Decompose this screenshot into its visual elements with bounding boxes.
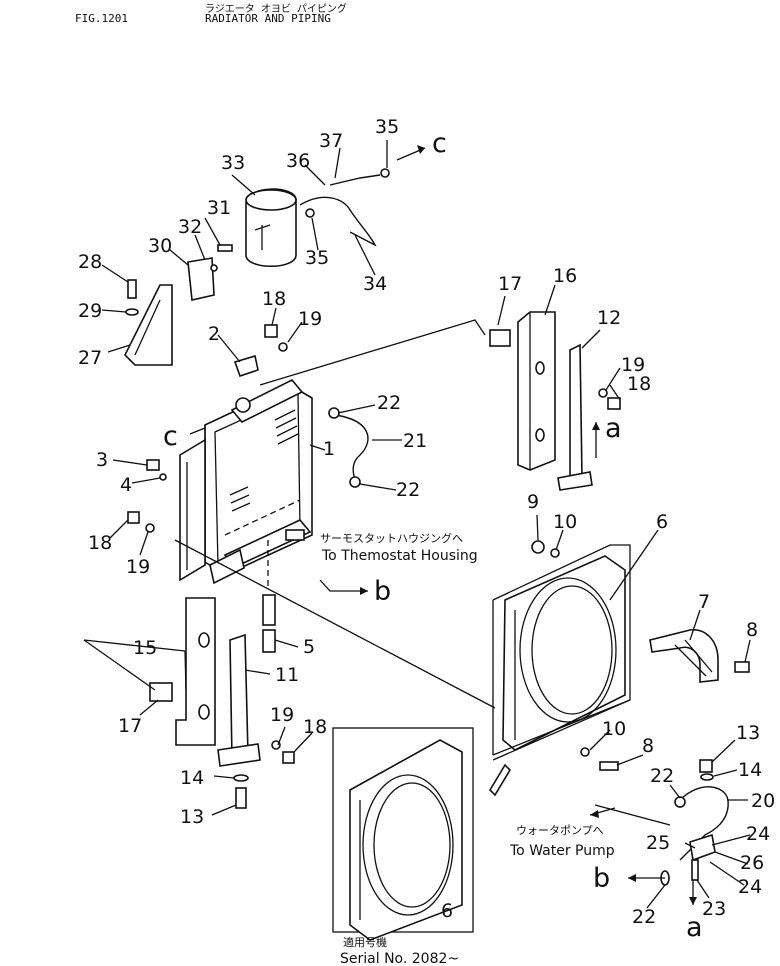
- callout-19: 19: [270, 704, 294, 726]
- callout-14: 14: [180, 767, 204, 789]
- title-japanese: ラジエータ オヨビ パイピング: [205, 4, 347, 15]
- callout-18: 18: [262, 288, 286, 310]
- callout-11: 11: [275, 664, 299, 686]
- upper-hose: [334, 414, 369, 481]
- callout-12: 12: [597, 307, 621, 329]
- side-baffle-15: [175, 597, 216, 746]
- side-baffle-16: [517, 311, 556, 471]
- callout-13: 13: [180, 806, 204, 828]
- callout-19: 19: [621, 354, 645, 376]
- callout-32: 32: [178, 216, 202, 238]
- callout-6: 6: [441, 900, 453, 922]
- callout-10: 10: [602, 718, 626, 740]
- serial-note: Serial No. 2082~: [340, 951, 459, 966]
- callout-33: 33: [221, 152, 245, 174]
- fan-shroud-variant: [349, 739, 463, 941]
- callout-31: 31: [207, 197, 231, 219]
- callout-30: 30: [148, 235, 172, 257]
- callout-29: 29: [78, 300, 102, 322]
- callout-25: 25: [646, 832, 670, 854]
- callout-17: 17: [118, 715, 142, 737]
- callout-6: 6: [656, 511, 668, 533]
- callout-37: 37: [319, 130, 343, 152]
- radiator-core: [179, 379, 313, 590]
- callout-24: 24: [738, 876, 762, 898]
- callout-17: 17: [498, 273, 522, 295]
- ref-letter-b: b: [593, 863, 610, 894]
- callout-24: 24: [746, 823, 770, 845]
- leader-lines: [83, 140, 751, 909]
- callout-22: 22: [632, 906, 656, 928]
- clamp-plate: [187, 257, 215, 301]
- callout-3: 3: [96, 449, 108, 471]
- callout-35: 35: [375, 116, 399, 138]
- serial-note-jp: 適用号機: [343, 935, 387, 949]
- callout-18: 18: [303, 716, 327, 738]
- stay-12: [569, 343, 583, 484]
- callout-27: 27: [78, 347, 102, 369]
- callout-19: 19: [126, 556, 150, 578]
- callout-4: 4: [120, 474, 132, 496]
- radiator-cap: [233, 354, 259, 378]
- callout-1: 1: [323, 438, 335, 460]
- ref-letter-b: b: [374, 576, 391, 607]
- callout-35: 35: [305, 247, 329, 269]
- fan-guard: [649, 629, 719, 683]
- callout-22: 22: [650, 765, 674, 787]
- callout-9: 9: [527, 491, 539, 513]
- callout-20: 20: [751, 790, 775, 812]
- callout-10: 10: [553, 511, 577, 533]
- diagram-title: RADIATOR AND PIPING: [205, 12, 331, 25]
- overflow-pipe: [299, 196, 377, 247]
- callout-14: 14: [738, 759, 762, 781]
- water-pump-note: To Water Pump: [509, 843, 615, 859]
- overflow-hose: [329, 174, 381, 186]
- callout-5: 5: [303, 636, 315, 658]
- callout-36: 36: [286, 150, 310, 172]
- figure-number: FIG.1201: [75, 12, 128, 25]
- callout-21: 21: [403, 430, 427, 452]
- callout-18: 18: [88, 532, 112, 554]
- fan-shroud-upper: [492, 544, 631, 761]
- callout-34: 34: [363, 273, 387, 295]
- callout-16: 16: [553, 265, 577, 287]
- reservoir-tank: [245, 188, 297, 267]
- callout-19: 19: [298, 308, 322, 330]
- callout-18: 18: [627, 373, 651, 395]
- ref-letter-a: a: [686, 912, 703, 943]
- thermostat-note-jp: サーモスタットハウジングへ: [320, 531, 463, 545]
- callout-2: 2: [208, 323, 220, 345]
- callout-26: 26: [740, 852, 764, 874]
- callout-22: 22: [377, 392, 401, 414]
- callout-22: 22: [396, 479, 420, 501]
- ref-letter-a: a: [605, 413, 622, 444]
- callout-8: 8: [642, 735, 654, 757]
- callout-13: 13: [736, 722, 760, 744]
- flow-arrows: [189, 145, 697, 905]
- callout-23: 23: [702, 898, 726, 920]
- callout-15: 15: [133, 637, 157, 659]
- callout-8: 8: [746, 619, 758, 641]
- thermostat-note: To Themostat Housing: [321, 548, 478, 564]
- ref-letter-c: c: [432, 128, 447, 159]
- serial-variant-frame: [332, 727, 474, 933]
- callout-28: 28: [78, 251, 102, 273]
- ref-letter-c: c: [163, 421, 178, 452]
- water-pump-note-jp: ウォータポンプへ: [516, 824, 604, 837]
- callout-7: 7: [698, 591, 710, 613]
- stay-11: [229, 633, 249, 762]
